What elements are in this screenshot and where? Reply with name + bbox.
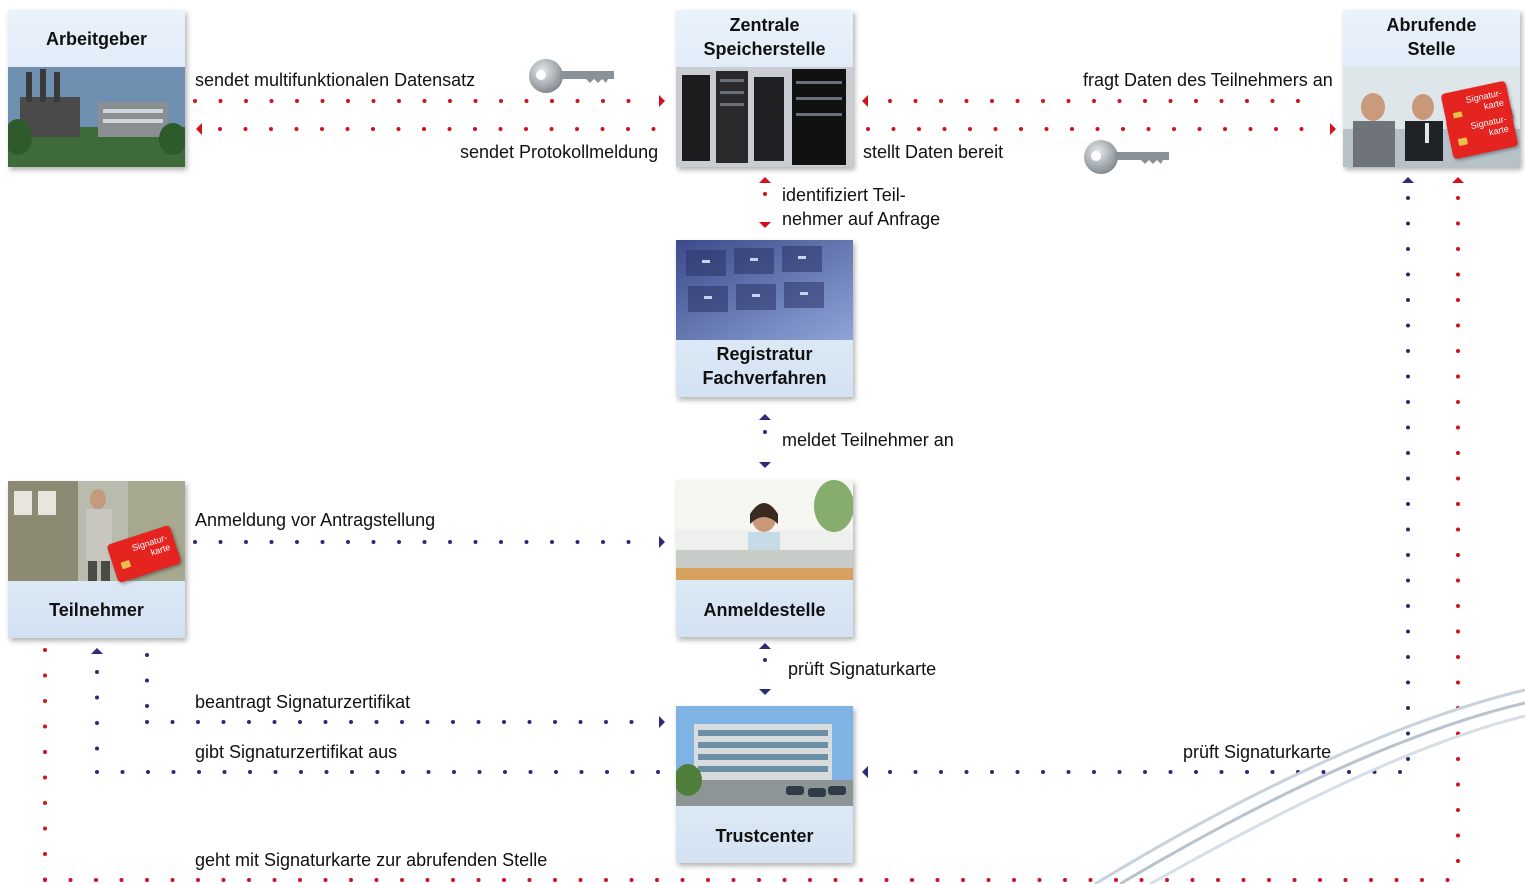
node-trustcenter: Trustcenter: [676, 706, 853, 863]
connector-geht-mit-right: [1456, 196, 1460, 863]
label-beantragt: beantragt Signaturzertifikat: [195, 692, 411, 712]
arrowhead: [91, 648, 103, 654]
node-title: Trustcenter: [715, 826, 814, 846]
arrowhead: [196, 123, 202, 135]
node-teilnehmer: Signatur- karte Teilnehmer: [8, 481, 185, 638]
label-prueft-signaturkarte: prüft Signaturkarte: [788, 659, 937, 679]
arrowhead: [862, 766, 868, 778]
connector-sendet-protokoll: [218, 127, 656, 131]
card-label: Signatur- karte: [130, 532, 172, 558]
label-sendet-datensatz: sendet multifunktionalen Datensatz: [195, 70, 476, 90]
node-title: Teilnehmer: [49, 600, 144, 620]
arrowhead: [1452, 177, 1464, 183]
connector-beantragt: [145, 720, 634, 724]
card-chip: [120, 559, 132, 570]
label-prueft-signaturkarte-trust: prüft Signaturkarte: [1183, 742, 1332, 762]
connector-anmeldung: [193, 540, 631, 544]
node-registratur: Registratur Fachverfahren: [676, 240, 853, 397]
connector-geht-mit: [43, 878, 1450, 882]
label-stellt-daten: stellt Daten bereit: [863, 142, 1004, 162]
connector-geht-mit-left: [43, 648, 47, 882]
node-abrufende-stelle: Abrufende Stelle Signatur- karte Signatu…: [1343, 10, 1520, 167]
node-title: Arbeitgeber: [45, 29, 148, 49]
label-identifiziert: identifiziert Teil- nehmer auf Anfrage: [782, 185, 941, 229]
key-icon: [529, 59, 614, 93]
arrowhead: [659, 95, 665, 107]
key-icon: [1084, 140, 1169, 174]
arrowhead: [759, 689, 771, 695]
node-title: Zentrale Speicherstelle: [703, 15, 826, 59]
card-label: Signatur- karte: [1469, 113, 1510, 138]
server-room-image: [676, 67, 853, 167]
label-sendet-protokoll: sendet Protokollmeldung: [460, 142, 659, 162]
node-zentrale-speicherstelle: Zentrale Speicherstelle: [676, 10, 853, 167]
label-gibt-aus: gibt Signaturzertifikat aus: [195, 742, 398, 762]
label-meldet-an: meldet Teilnehmer an: [782, 430, 954, 450]
node-anmeldestelle: Anmeldestelle: [676, 480, 853, 637]
node-arbeitgeber: Arbeitgeber: [8, 10, 185, 167]
arrowhead: [659, 716, 665, 728]
label-anmeldung: Anmeldung vor Antragstellung: [195, 510, 436, 530]
label-fragt-daten: fragt Daten des Teilnehmers an: [1083, 70, 1333, 90]
label-geht-mit: geht mit Signaturkarte zur abrufenden St…: [195, 850, 548, 870]
connector-sendet-datensatz: [193, 99, 631, 103]
connector-gibt-aus-vertical: [95, 670, 99, 751]
reception-desk-image: [676, 480, 853, 580]
connector-meldet-an: [763, 430, 767, 434]
connector-prueft-signaturkarte-trust: [888, 770, 1402, 774]
arrowhead: [759, 643, 771, 649]
connector-fragt-daten: [888, 99, 1300, 103]
arrowhead: [759, 414, 771, 420]
arrowhead: [659, 536, 665, 548]
factory-image: [8, 67, 185, 167]
arrowhead: [759, 222, 771, 228]
connector-stellt-daten: [866, 127, 1304, 131]
connector-identifiziert: [763, 192, 767, 196]
node-title: Registratur Fachverfahren: [702, 344, 827, 388]
connector-prueft-vertical: [1406, 196, 1410, 761]
person-walking-image: [8, 481, 185, 581]
archive-drawers-image: [676, 240, 853, 340]
arrowhead: [1330, 123, 1336, 135]
connector-prueft-signaturkarte: [763, 658, 767, 662]
arrowhead: [759, 462, 771, 468]
node-title: Anmeldestelle: [703, 600, 826, 620]
arrowhead: [1402, 177, 1414, 183]
card-chip: [1457, 137, 1469, 147]
node-title: Abrufende Stelle: [1386, 15, 1477, 59]
office-building-image: [676, 706, 853, 806]
connector-gibt-aus: [95, 770, 660, 774]
arrowhead: [759, 177, 771, 183]
connector-beantragt-vertical: [145, 653, 149, 708]
arrowhead: [862, 95, 868, 107]
